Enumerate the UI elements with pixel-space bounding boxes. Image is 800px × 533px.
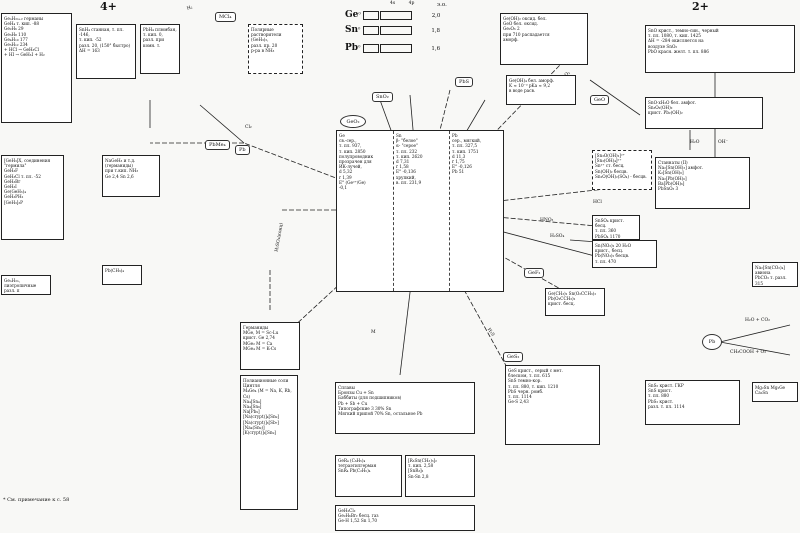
electron-config-ge: Ge0 2,0 — [345, 10, 441, 20]
pbme4-label: PbMe₄ — [205, 140, 230, 150]
gef2-label: GeF₂ — [524, 268, 545, 278]
stannane-box: SnH₄ станнан, т. пл. -146, т. кип. -52 р… — [76, 24, 136, 79]
germanium-hydroxide-box: Ge(OH)₄ бел. аморф. K ≈ 10⁻⁵ pKa ≈ 9,2 в… — [506, 75, 576, 105]
pbs-label: PbS — [455, 77, 473, 87]
tin-thio-box: Na₂[Sn(CO₂)₄] авиона PbCO₃ т. разл. 315 — [752, 262, 798, 287]
electron-config-pb: Pb0 1,6 — [345, 43, 441, 53]
tin-monoxide-box: SnO крист., темно-син., черный т. пл. 10… — [645, 25, 795, 73]
geo2-oval: GeO₂ — [340, 115, 366, 128]
reagent-hno3-label: HNO₃ — [540, 218, 554, 223]
group14-sulfides-box: GeS крист., серый с мет. блеском, т. пл.… — [505, 365, 600, 445]
tin-sulfate-box: SnSO₄ крист. бесц. т. пл. 360 PbSO₄ 1170 — [592, 215, 640, 240]
polygermane-box: GeₙH₂ₙ, лиэтропичные разл. п — [1, 275, 51, 295]
pb-methyl-box: Pb(CH₃)₄ — [102, 265, 142, 285]
tin-acetate-box: Ge(CH₃)₂ Sn(O₂CCH₃)₂ Pb(O₂CCH₃)₂ крист. … — [545, 288, 605, 316]
oxidation-state-4-header: 4+ — [100, 0, 117, 13]
geo-label: GeO — [590, 95, 610, 105]
reagent-h2o-label: H₂O — [690, 140, 700, 145]
tin-hydroxide-box: SnO·xH₂O бел. амфот. Sn₃O₂(OH)₂ крист. P… — [645, 97, 763, 129]
pb-circle: Pb — [702, 334, 722, 350]
reagent-m-label: M — [371, 330, 376, 335]
orbital-labels: 4s 4p — [390, 1, 415, 6]
ges2-label: GeS₂ — [503, 352, 524, 362]
electron-config-sn: Sn0 1,8 — [345, 25, 441, 35]
polar-solvents-box: Полярные растворители (GeH₃)₂, разл. пр.… — [248, 24, 303, 74]
alloys-box: Сплавы Бронзы Cu + Sn Баббиты (для подши… — [335, 382, 475, 434]
germyl-halides-box: GeH₂Cl₂ Ge₂H₆Br₂ бесц. газ Ge-H 1,52 Sn … — [335, 505, 475, 531]
reagent-cl2-label: Cl₂ — [245, 125, 252, 130]
reagent-oh-label: OH⁻ — [718, 140, 728, 145]
h2o-co2-label: H₂O + CO₂ — [745, 318, 770, 323]
organogermanes-box: GeR₄ (C₆H₅)₄ тетраэтилгерман SnR₄ Pb(C₂H… — [335, 455, 402, 497]
germanium-oxide-box: Ge(OH)₂ оксид. бел. GeO бел. оксид. Ge₂O… — [500, 13, 588, 65]
tin-sulfide-box: SnS₂ крист. ГКР SnS крист. т. пл. 880 Pb… — [645, 380, 740, 425]
reagent-hcl-label: HCl — [593, 200, 602, 205]
germane-hydrides-box: GeₙH₂ₙ₊₂ германы GeH₄ т. кип. -88 Ge₂H₆ … — [1, 13, 72, 123]
lead-properties: Pb сер., мягкий, т. пл. 327,5 т. кип. 17… — [449, 131, 505, 291]
oxidation-state-2-header: 2+ — [692, 0, 709, 13]
sno2-label: SnO₂ — [372, 92, 393, 102]
stannates-box: Станнаты (II) Na₂[Sn(OH)₃] амфот. K₂[Sn(… — [655, 157, 750, 209]
germanium-properties: Ge св.-сер., т. пл. 937, т. кип. 2850 по… — [339, 133, 374, 191]
tin-hydroxo-cations-box: [Sn₃O(OH)₂]²⁺ [Sn₃(OH)₄]²⁺ Sn²⁺ ст. бесц… — [592, 150, 652, 190]
plumbane-box: PbH₄ плюмбан, т. кип. 0, разл. при комн.… — [140, 24, 180, 74]
germanide-salts-box: NaGeH₃ и т.д. (германиды) при т.кип. NH₃… — [102, 155, 160, 197]
acetic-acid-label: CH₃COOH + O₂ — [730, 350, 767, 355]
germyl-compounds-box: [GeH₃]X, соединения "гермила" GeH₃F GeH₃… — [1, 155, 64, 240]
organotin-halide-box: [R₃Sn(CH₃)₃]₂ т. кип. 2,58 [SnR₃]₂ Sn-Sn… — [405, 455, 475, 497]
central-element-table: Ge св.-сер., т. пл. 937, т. кип. 2850 по… — [336, 130, 504, 292]
footnote: * См. примечание к с. 58 — [3, 497, 70, 503]
reagent-h2so4-label: H₂SO₄ — [550, 234, 565, 239]
electronegativity-label: э.о. — [437, 2, 447, 8]
tin-nitrate-box: Sn(NO₃)₂ 20 H₂O крист., бесц. Pb(NO₃)₂ б… — [592, 240, 657, 268]
germanides-box: Германиды MGe, M = Sc-Lu крист. Ge 2,74 … — [240, 322, 300, 370]
tin-properties: Sn β- "белое" α- "серое" т. пл. 232 т. к… — [393, 131, 449, 291]
zintl-salts-box: Полианионные соли Цинтля M₄Ge₄ (M = Na, … — [240, 375, 298, 510]
pb-map-label: Pb — [235, 145, 250, 155]
mg-stannide-box: Mg₂Sn Mg₂Ge Ca₂Sn — [752, 382, 798, 402]
mcl4-reagent: MCl₄ — [215, 12, 236, 22]
